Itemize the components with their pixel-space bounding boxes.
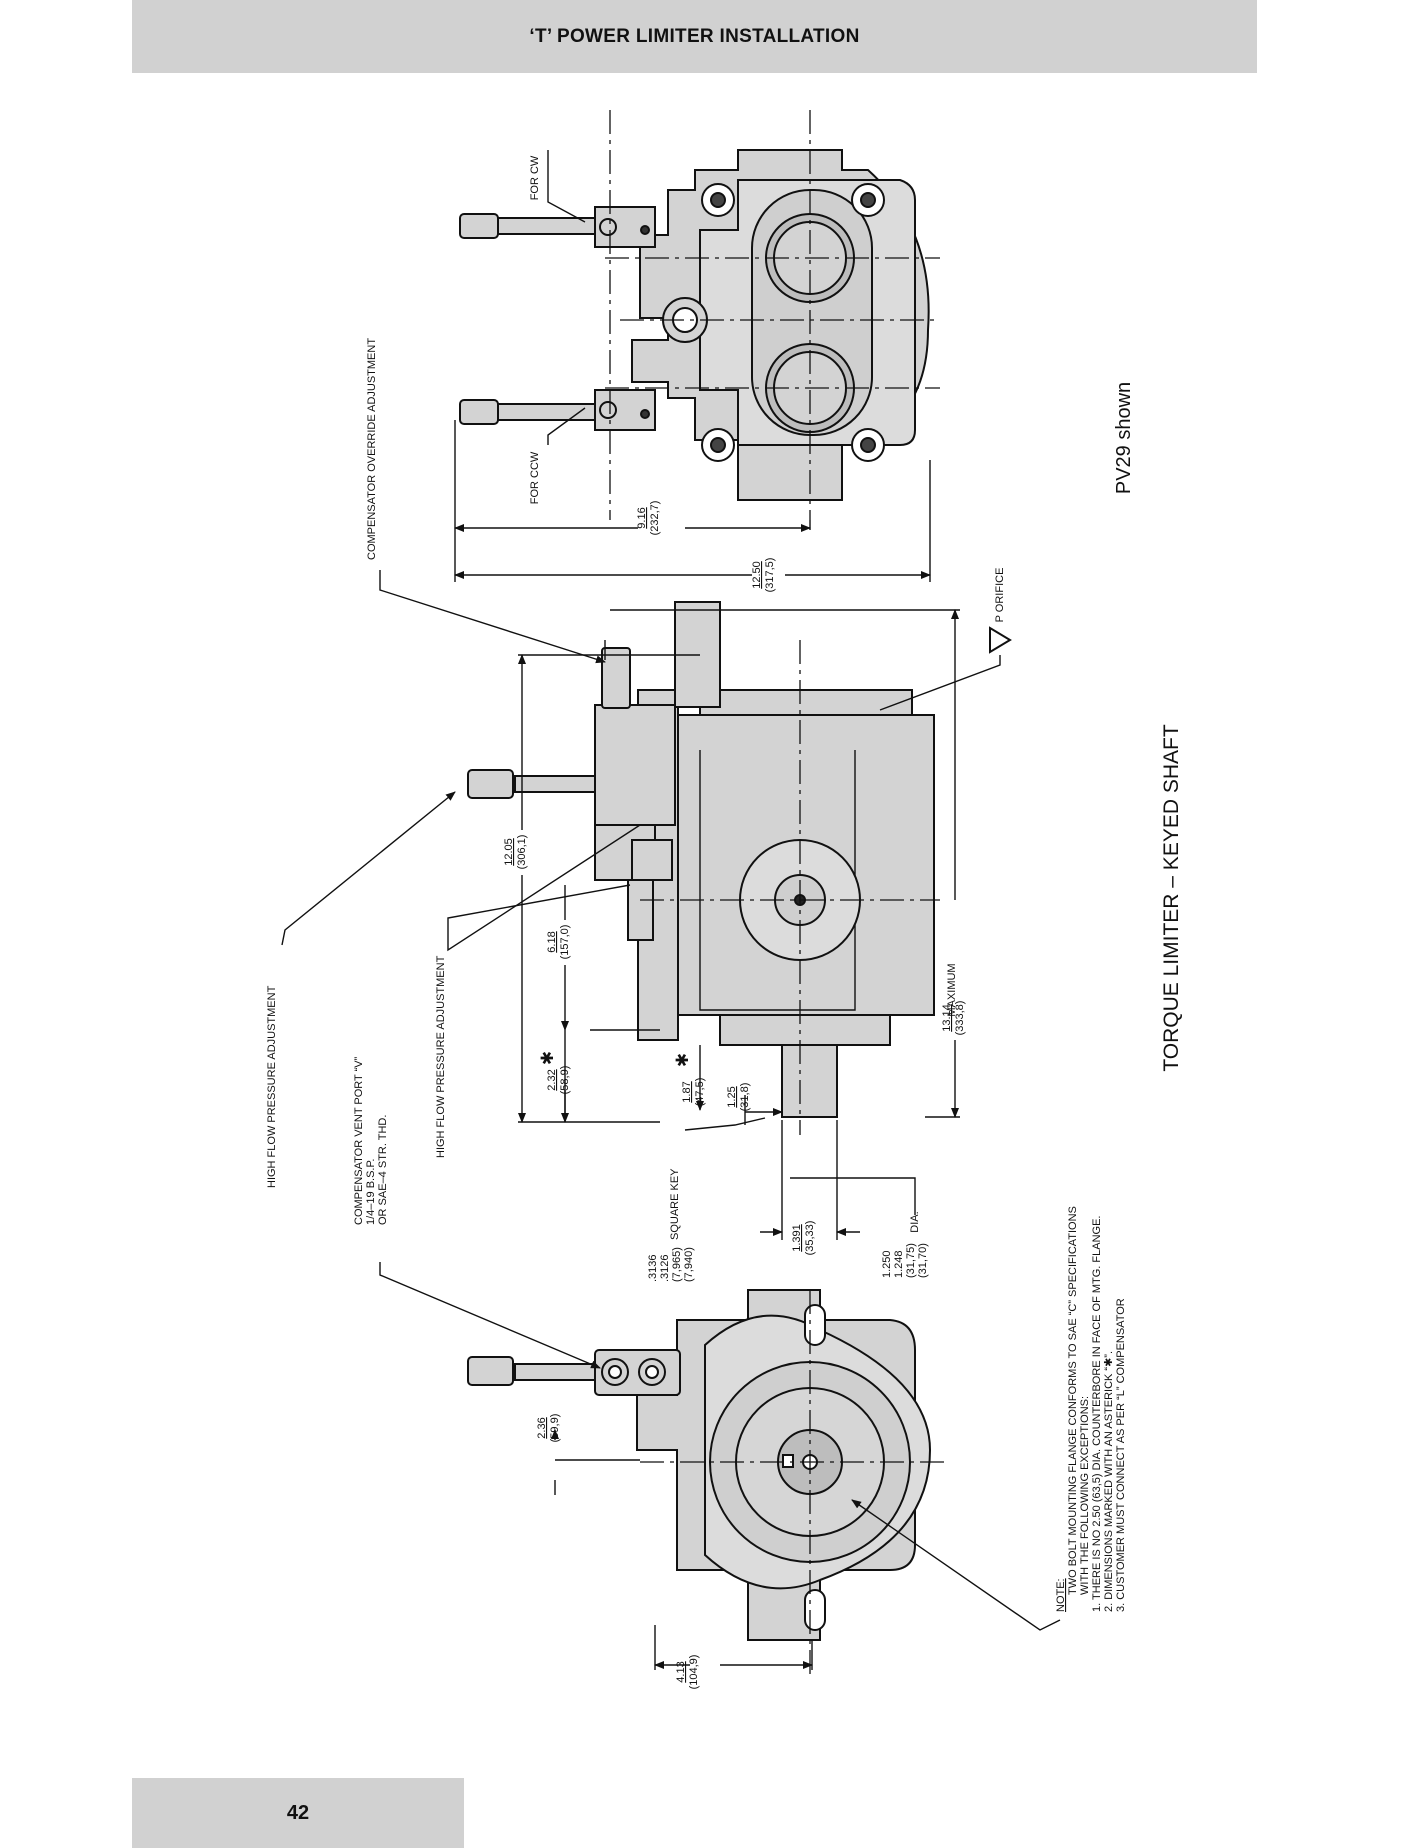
page-header: ‘T’ POWER LIMITER INSTALLATION bbox=[132, 0, 1257, 73]
dim-13-14-in: 13.14 bbox=[941, 1004, 953, 1032]
rotated-drawing-text: FOR CW FOR CCW COMPENSATOR OVERRIDE ADJU… bbox=[266, 155, 1183, 1689]
label-vent-port-3: OR SAE–4 STR. THD. bbox=[377, 1115, 389, 1225]
key-size-line-2: .3126 bbox=[659, 1254, 671, 1282]
orifice-triangle-symbol bbox=[989, 626, 1012, 654]
label-high-flow-adj-1: HIGH FLOW PRESSURE ADJUSTMENT bbox=[266, 985, 278, 1188]
page-number: 42 bbox=[286, 1801, 310, 1824]
label-compensator-override: COMPENSATOR OVERRIDE ADJUSTMENT bbox=[366, 338, 378, 560]
dim-2-32-mm: (58,9) bbox=[559, 1066, 571, 1095]
side-view-centerlines bbox=[640, 640, 940, 1135]
dim-12-50-in: 12.50 bbox=[751, 561, 763, 589]
front-view-drawing bbox=[467, 1289, 932, 1641]
side-view-drawing bbox=[467, 601, 935, 1118]
note-line-2: WITH THE FOLLOWING EXCEPTIONS: bbox=[1079, 1396, 1091, 1595]
key-size-line-3: (7,965) bbox=[671, 1247, 683, 1282]
dimension-lines bbox=[281, 150, 1061, 1670]
asterisk-2-32: ✱ bbox=[538, 1051, 557, 1065]
dim-2-36-in: 2.36 bbox=[536, 1417, 548, 1438]
dim-4-13-in: 4.13 bbox=[675, 1661, 687, 1682]
key-size-line-1: .3136 bbox=[647, 1254, 659, 1282]
dim-1-391-in: 1.391 bbox=[791, 1224, 803, 1252]
label-p-orifice: P ORIFICE bbox=[994, 568, 1006, 623]
label-square-key: SQUARE KEY bbox=[669, 1168, 681, 1240]
note-line-3: 1. THERE IS NO 2.50 (63,5) DIA. COUNTERB… bbox=[1091, 1216, 1103, 1613]
dim-6-18-mm: (157,0) bbox=[559, 925, 571, 960]
label-vent-port-2: 1/4–19 B.S.P. bbox=[365, 1159, 377, 1225]
key-size-line-4: (7,940) bbox=[683, 1247, 695, 1282]
note-heading: NOTE: bbox=[1055, 1578, 1067, 1612]
dim-12-05-mm: (306,1) bbox=[516, 835, 528, 870]
dim-9-16-mm: (232,7) bbox=[649, 501, 661, 536]
dim-4-13-mm: (104,9) bbox=[688, 1655, 700, 1690]
dim-1-87-in: 1.87 bbox=[681, 1081, 693, 1102]
label-maximum: MAXIMUM bbox=[946, 963, 958, 1016]
shaft-dia-line-4: (31,70) bbox=[917, 1243, 929, 1278]
dim-13-14-mm: (333,8) bbox=[954, 1001, 966, 1036]
note-line-5: 3. CUSTOMER MUST CONNECT AS PER “L” COMP… bbox=[1115, 1298, 1127, 1612]
label-for-ccw: FOR CCW bbox=[529, 451, 541, 504]
page-footer: 42 bbox=[132, 1778, 464, 1848]
dim-9-16-in: 9.16 bbox=[636, 507, 648, 528]
rear-view-drawing bbox=[459, 149, 930, 501]
shaft-dia-line-3: (31,75) bbox=[905, 1243, 917, 1278]
label-for-cw: FOR CW bbox=[529, 155, 541, 200]
shaft-dia-line-1: 1.250 bbox=[881, 1250, 893, 1278]
caption: TORQUE LIMITER – KEYED SHAFT bbox=[1160, 724, 1183, 1072]
page-title: ‘T’ POWER LIMITER INSTALLATION bbox=[529, 25, 860, 47]
shaft-dia-line-2: 1.248 bbox=[893, 1250, 905, 1278]
dim-1-391-mm: (35,33) bbox=[804, 1221, 816, 1256]
note-line-4: 2. DIMENSIONS MARKED WITH AN ASTERICK “✱… bbox=[1103, 1351, 1115, 1612]
dim-6-18-in: 6.18 bbox=[546, 931, 558, 952]
dim-1-87-mm: (47,5) bbox=[694, 1078, 706, 1107]
note-line-1: TWO BOLT MOUNTING FLANGE CONFORMS TO SAE… bbox=[1067, 1206, 1079, 1595]
dim-1-25-in: 1.25 bbox=[726, 1086, 738, 1107]
front-view-centerlines bbox=[640, 1290, 950, 1680]
dim-2-36-mm: (59,9) bbox=[549, 1414, 561, 1443]
dim-12-05-in: 12.05 bbox=[503, 838, 515, 866]
dim-2-32-in: 2.32 bbox=[546, 1069, 558, 1090]
subcaption: PV29 shown bbox=[1113, 382, 1135, 494]
dim-12-50-mm: (317,5) bbox=[764, 558, 776, 593]
rear-view-centerlines bbox=[605, 110, 940, 520]
label-vent-port-1: COMPENSATOR VENT PORT “V” bbox=[353, 1056, 365, 1225]
label-high-flow-adj-2: HIGH FLOW PRESSURE ADJUSTMENT bbox=[435, 955, 447, 1158]
dim-1-25-mm: (31,8) bbox=[739, 1083, 751, 1112]
asterisk-1-87: ✱ bbox=[673, 1053, 692, 1067]
label-dia: DIA. bbox=[909, 1211, 921, 1232]
